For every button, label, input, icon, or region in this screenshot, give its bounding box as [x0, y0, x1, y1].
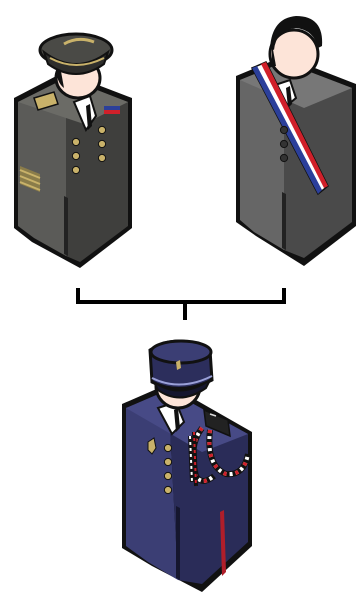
military-officer-icon	[4, 6, 144, 274]
official-with-sash-icon	[232, 4, 360, 270]
bracket-connector	[0, 280, 360, 330]
gendarme-icon	[118, 336, 258, 598]
